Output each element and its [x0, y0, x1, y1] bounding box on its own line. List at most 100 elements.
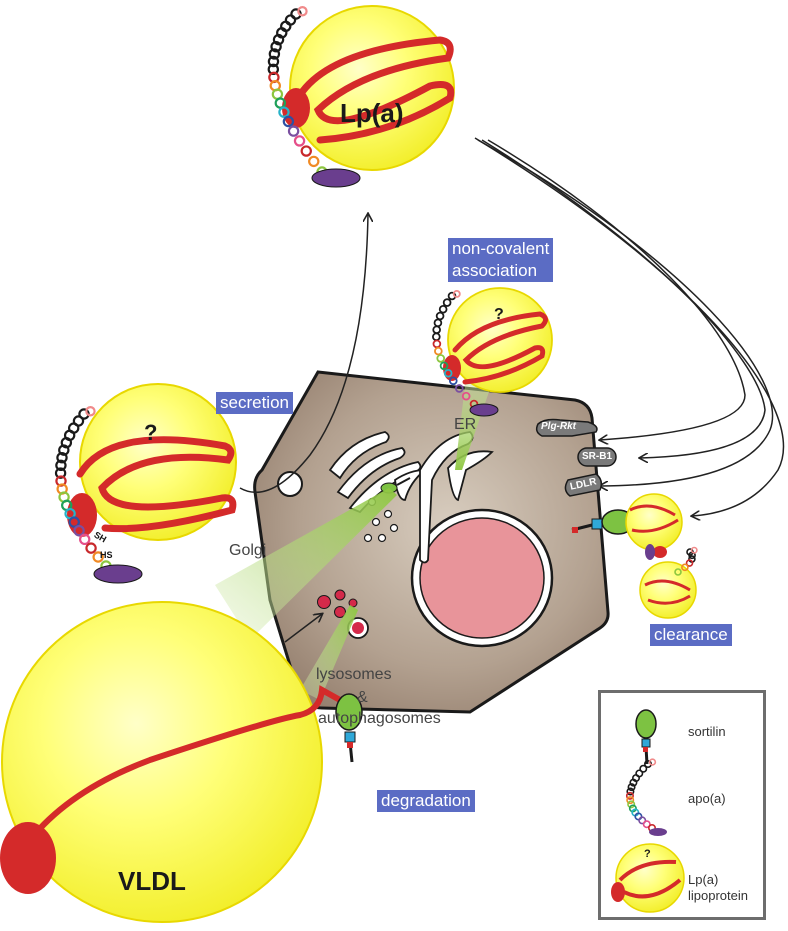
- kringle-domain: [626, 796, 635, 805]
- arrow-to-ldlr: [477, 139, 774, 486]
- clearance-box: clearance: [650, 624, 732, 646]
- vldl-label: VLDL: [118, 866, 186, 896]
- kringle-domain: [433, 318, 443, 328]
- kringle-tip: [690, 546, 698, 554]
- kringle-tip: [648, 758, 657, 766]
- kringle-domain: [92, 551, 104, 563]
- arrows: [239, 137, 785, 643]
- legend-box: [598, 690, 766, 920]
- nucleus: [410, 508, 554, 648]
- secretory-vesicle: [277, 471, 303, 497]
- hs-label: HS: [100, 550, 113, 560]
- lpa-title-label: Lp(a): [340, 98, 404, 128]
- kringle-domain: [642, 820, 651, 829]
- kringle-domain: [639, 764, 648, 773]
- question-mark-legend: ?: [644, 848, 651, 860]
- kringle-domain: [638, 816, 647, 825]
- kringle-domain: [436, 354, 446, 363]
- kringle-domain: [73, 524, 85, 537]
- kringle-domain: [55, 459, 67, 472]
- kringle-domain: [627, 800, 636, 809]
- legend-lpa-icon: [611, 843, 685, 913]
- non-covalent-line2: association: [452, 261, 538, 280]
- kringle-domain: [282, 115, 295, 128]
- lysosomes: [317, 589, 369, 639]
- kringle-domain: [54, 467, 67, 479]
- kringle-domain: [442, 298, 452, 307]
- lpa-particle-middle: [443, 287, 553, 393]
- legend-protease-domain: [649, 828, 667, 836]
- lysosomes-label: lysosomes: [316, 666, 392, 683]
- sr-b1-label: SR-B1: [582, 451, 613, 462]
- kringle-domain: [461, 391, 471, 401]
- vldl-particle: [0, 601, 343, 923]
- receptors: [535, 418, 617, 497]
- kringle-domain: [438, 304, 448, 314]
- vldl-sortilin: [335, 693, 363, 763]
- golgi-label: Golgi: [229, 542, 267, 559]
- secretion-box: secretion: [216, 392, 293, 414]
- kringle-domain: [685, 559, 694, 567]
- kringle-tip: [297, 5, 308, 17]
- kringle-domain: [287, 125, 300, 137]
- legend-lpa-label: Lp(a): [688, 872, 719, 887]
- kringle-domain: [293, 135, 306, 147]
- autophagosomes-label: autophagosomes: [318, 710, 441, 727]
- kringle-domain: [268, 48, 281, 60]
- kringle-domain: [629, 778, 638, 787]
- non-covalent-association-box: non-covalent association: [448, 238, 554, 282]
- kringle-domain: [681, 563, 689, 572]
- question-mark-left: ?: [144, 420, 158, 445]
- kringle-domain: [300, 145, 312, 157]
- kringle-domain: [270, 40, 282, 53]
- apoa-chain-left: [54, 405, 112, 572]
- non-covalent-line1: non-covalent: [452, 239, 550, 258]
- kringle-domain: [274, 97, 287, 109]
- arrow-to-plg-rkt: [487, 139, 746, 440]
- kringle-domain: [272, 33, 285, 46]
- legend-sortilin-label: sortilin: [688, 724, 726, 739]
- protease-domain-top: [311, 168, 361, 188]
- kringle-domain: [448, 376, 458, 386]
- kringle-domain: [267, 63, 280, 76]
- protease-domain-left: [93, 564, 143, 584]
- question-mark-middle: ?: [494, 306, 504, 323]
- kringle-tip: [85, 405, 96, 417]
- degradation-box: degradation: [377, 790, 475, 812]
- kringle-tip: [452, 289, 461, 298]
- protease-domain-middle: [469, 403, 499, 417]
- degradation-arrow: [284, 614, 322, 643]
- kringle-domain: [432, 325, 441, 335]
- ampersand-label: &: [357, 689, 368, 706]
- clearance-complex: [625, 493, 697, 619]
- kringle-domain: [454, 384, 464, 393]
- legend-apoa-label: apo(a): [688, 791, 726, 806]
- golgi-beam: [215, 488, 397, 640]
- kringle-domain: [85, 542, 97, 554]
- kringle-domain: [443, 368, 453, 378]
- kringle-domain: [267, 55, 280, 68]
- secretion-arrow: [239, 214, 368, 493]
- kringle-domain: [435, 311, 445, 321]
- kringle-domain: [434, 346, 443, 356]
- er-label: ER: [454, 416, 477, 433]
- kringle-domain: [439, 361, 449, 371]
- apoa-chain-top: [267, 5, 328, 178]
- kringle-domain: [308, 155, 320, 168]
- kringle-domain: [432, 339, 442, 349]
- arrow-to-sr-b1: [481, 139, 766, 458]
- sr-b1-receptor: [577, 447, 617, 467]
- kringle-domain: [278, 106, 290, 118]
- legend-lipoprotein-label: lipoprotein: [688, 888, 748, 903]
- kringle-domain: [627, 783, 636, 792]
- plg-rkt-receptor: [535, 418, 598, 437]
- kringle-domain: [625, 791, 634, 800]
- plg-rkt-label: Plg-Rkt: [541, 421, 576, 432]
- apoa-chain-clearance: [674, 546, 698, 576]
- kringle-domain: [56, 451, 68, 464]
- arrow-to-clearance-complex: [474, 137, 785, 516]
- ldlr-receptor: [564, 473, 603, 497]
- lpa-particle-top: [282, 5, 455, 171]
